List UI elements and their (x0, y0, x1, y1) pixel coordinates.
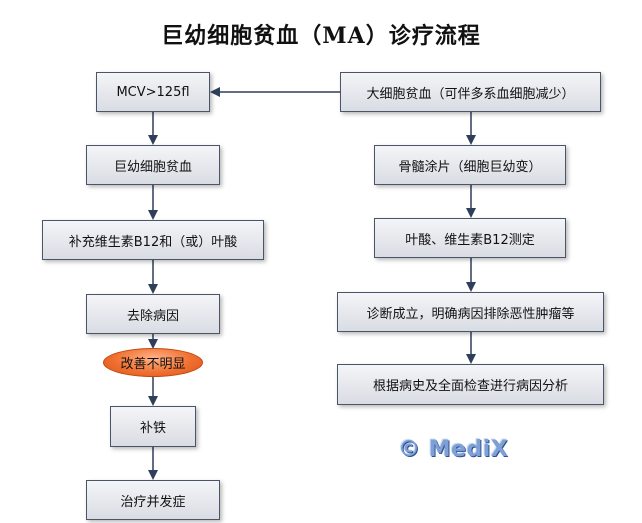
treat-complications-box: 治疗并发症 (86, 480, 220, 520)
folate-b12-test-box: 叶酸、维生素B12测定 (374, 218, 566, 258)
bone-marrow-smear-box: 骨髓涂片（细胞巨幼变） (374, 145, 566, 185)
full-exam-box: 根据病史及全面检查进行病因分析 (337, 364, 604, 405)
iron-box: 补铁 (110, 406, 196, 447)
page-title: 巨幼细胞贫血（MA）诊疗流程 (161, 23, 481, 49)
macrocytic-anemia-box: 大细胞贫血（可伴多系血细胞减少） (340, 72, 601, 112)
remove-cause-box: 去除病因 (86, 294, 220, 334)
medix-watermark: © MediX (398, 437, 509, 462)
mcv-box: MCV>125fl (96, 72, 210, 112)
diagnosis-box: 诊断成立，明确病因排除恶性肿瘤等 (337, 292, 604, 332)
ma-box: 巨幼细胞贫血 (86, 145, 220, 185)
no-improvement-oval: 改善不明显 (103, 348, 203, 377)
supplement-box: 补充维生素B12和（或）叶酸 (42, 220, 264, 260)
